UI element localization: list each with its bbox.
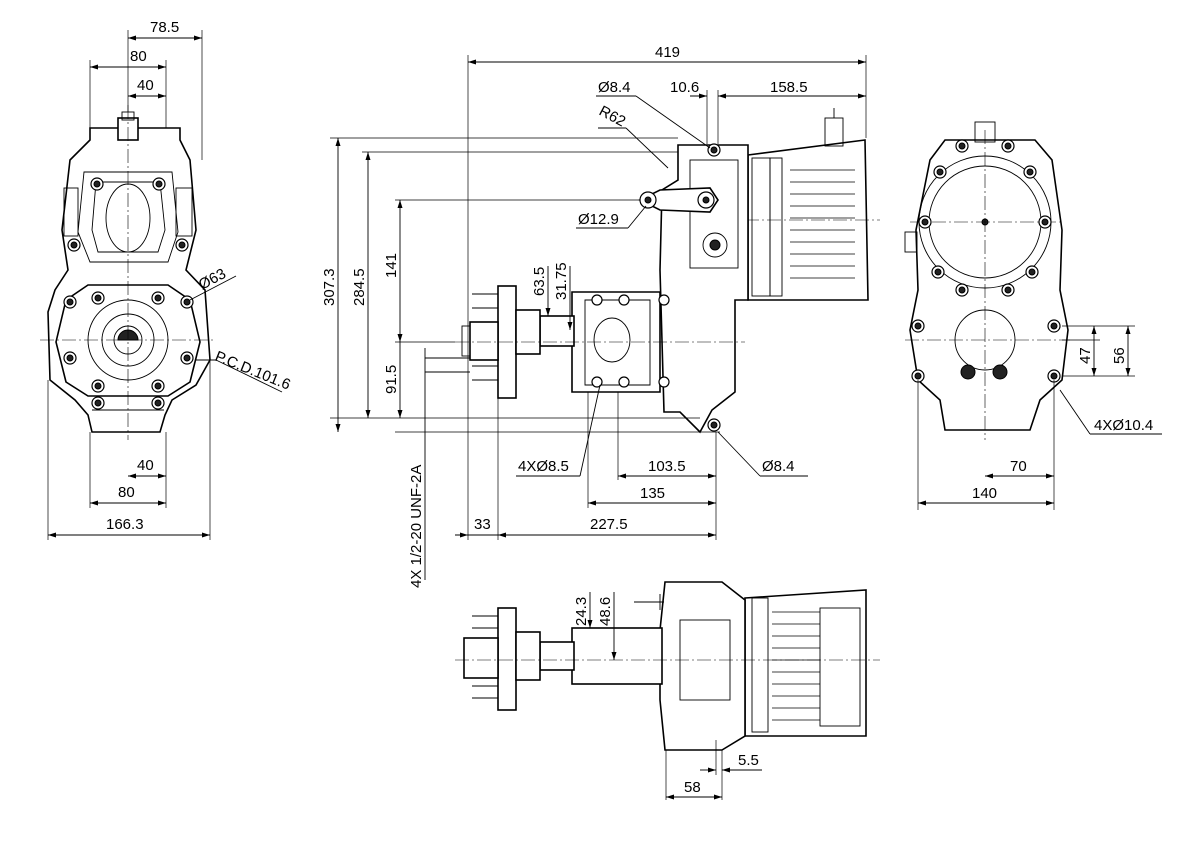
dim-dia-63: Ø63 [196, 265, 229, 293]
dim-56: 56 [1111, 347, 1128, 364]
dim-135: 135 [640, 485, 665, 502]
dim-dia-12-9: Ø12.9 [578, 211, 619, 228]
dim-40-bottom: 40 [137, 457, 154, 474]
dim-thread: 4X 1/2-20 UNF-2A [408, 465, 425, 588]
dim-80-top: 80 [130, 48, 147, 65]
dim-166-3: 166.3 [106, 516, 144, 533]
dim-48-6: 48.6 [597, 597, 614, 626]
dim-4x-10-4: 4XØ10.4 [1094, 417, 1153, 434]
dim-140: 140 [972, 485, 997, 502]
dim-80-bottom: 80 [118, 484, 135, 501]
side-view: 419 Ø8.4 10.6 158.5 R62 Ø12.9 307.3 284.… [321, 44, 880, 588]
pump-fins [790, 169, 855, 279]
dim-5-5: 5.5 [738, 752, 759, 769]
dim-58: 58 [684, 779, 701, 796]
dim-10-6: 10.6 [670, 79, 699, 96]
dim-63-5: 63.5 [531, 267, 548, 296]
dim-91-5: 91.5 [383, 365, 400, 394]
dim-31-75: 31.75 [553, 262, 570, 300]
left-view: 78.5 80 40 40 80 166.3 Ø63 P.C.D.101.6 [40, 19, 293, 540]
dim-103-5: 103.5 [648, 458, 686, 475]
dim-47: 47 [1077, 347, 1094, 364]
dim-4x-8-5: 4XØ8.5 [518, 458, 569, 475]
dim-33: 33 [474, 516, 491, 533]
dim-40-top: 40 [137, 77, 154, 94]
dim-24-3: 24.3 [573, 597, 590, 626]
dim-pcd: P.C.D.101.6 [213, 348, 293, 394]
dim-419: 419 [655, 44, 680, 61]
dim-284-5: 284.5 [351, 268, 368, 306]
dim-r62: R62 [596, 103, 628, 131]
dim-141: 141 [383, 253, 400, 278]
right-view: 47 56 4XØ10.4 70 140 [904, 121, 1162, 510]
bottom-view: 24.3 48.6 5.5 58 [455, 581, 880, 800]
dim-227-5: 227.5 [590, 516, 628, 533]
dim-78-5: 78.5 [150, 19, 179, 36]
dim-307-3: 307.3 [321, 268, 338, 306]
dim-70: 70 [1010, 458, 1027, 475]
dim-158-5: 158.5 [770, 79, 808, 96]
dim-dia-8-4-top: Ø8.4 [598, 79, 631, 96]
dim-dia-8-4-bottom: Ø8.4 [762, 458, 795, 475]
